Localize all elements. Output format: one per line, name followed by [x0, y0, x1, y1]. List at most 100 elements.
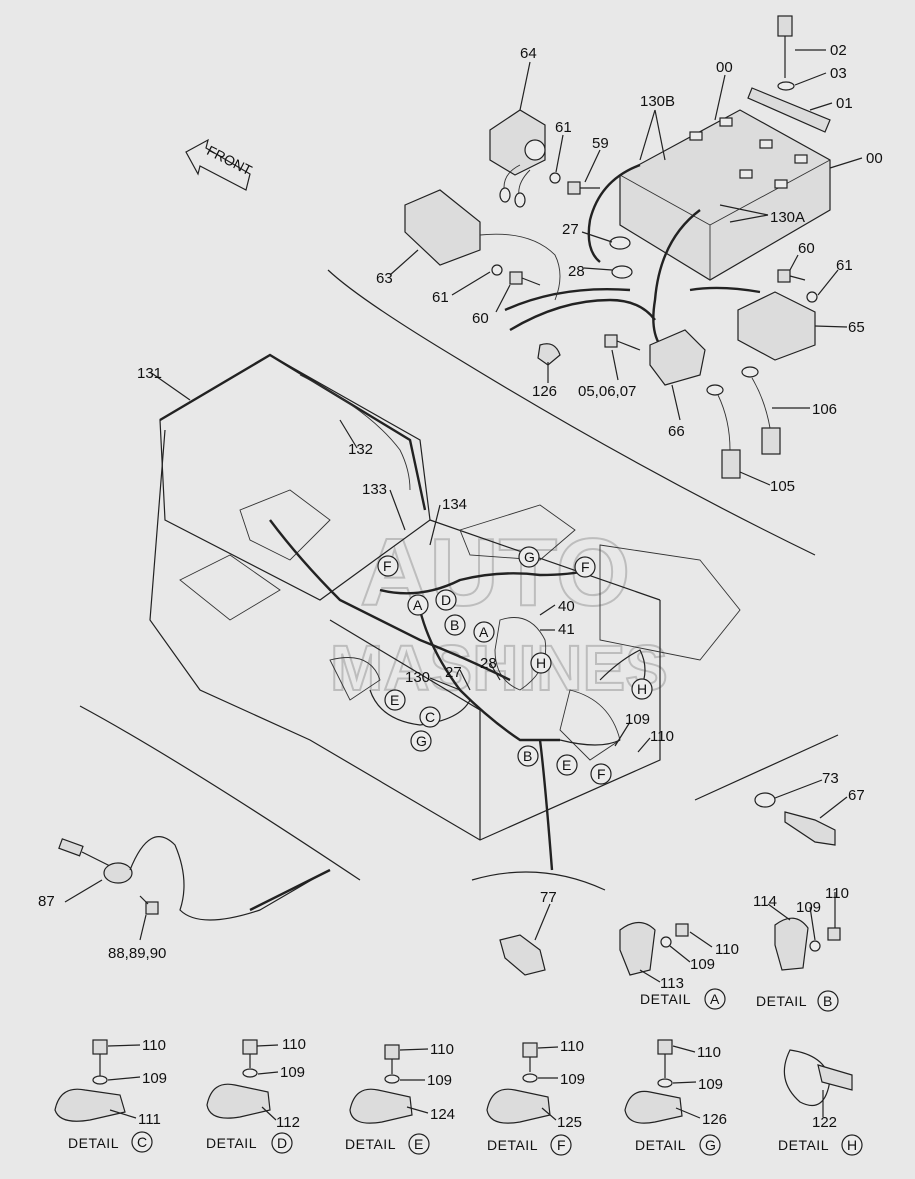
detail-f-word: DETAIL [487, 1137, 538, 1153]
relay-63 [404, 189, 561, 301]
svg-text:D: D [441, 592, 451, 608]
cab-frame [149, 353, 661, 841]
label-63: 63 [376, 270, 393, 287]
detail-h-word: DETAIL [778, 1137, 829, 1153]
detail-b-word: DETAIL [756, 993, 807, 1009]
svg-text:F: F [581, 559, 590, 575]
label-65: 65 [848, 319, 865, 336]
detail-c-clamp [54, 1039, 126, 1122]
label-40: 40 [558, 598, 575, 615]
callout-a-2: A [473, 621, 495, 643]
label-106: 106 [812, 401, 837, 418]
front-label: FRONT [204, 142, 255, 178]
detail-a-clamp [619, 921, 689, 976]
section-boundary-top [327, 269, 816, 556]
detail-a-word: DETAIL [640, 991, 691, 1007]
bolt-05-06-07 [604, 334, 641, 351]
svg-text:E: E [390, 692, 399, 708]
label-110c: 110 [825, 885, 849, 902]
terminals-27-28 [609, 236, 633, 279]
label-131: 131 [137, 365, 162, 382]
detail-c-bolt-label: 110 [142, 1037, 166, 1054]
detail-c-letter: C [137, 1134, 147, 1150]
detail-d-clamp [206, 1039, 271, 1119]
section-boundary-center [471, 871, 606, 891]
detail-a-letter: A [710, 991, 720, 1007]
battery-assembly [619, 15, 831, 281]
part-labels: 64 61 59 130B 00 02 03 01 00 130A 27 28 … [38, 42, 883, 992]
detail-d-letter: D [277, 1135, 287, 1151]
watermark-line2: MASHINES [330, 632, 668, 704]
washer-61a [549, 172, 561, 184]
detail-d-washer-label: 109 [280, 1064, 305, 1081]
detail-c-word: DETAIL [68, 1135, 119, 1151]
detail-g-bolt-label: 110 [697, 1044, 721, 1061]
label-64: 64 [520, 45, 537, 62]
section-boundary-left [79, 705, 361, 881]
label-126a: 126 [532, 383, 557, 400]
callout-b-2: B [517, 745, 539, 767]
svg-text:F: F [383, 558, 392, 574]
svg-text:B: B [523, 748, 532, 764]
bolt-88-89-90 [139, 895, 159, 915]
label-133: 133 [362, 481, 387, 498]
detail-e-washer-label: 109 [427, 1072, 452, 1089]
detail-g-clamp [624, 1039, 683, 1124]
callout-circles: F A D B A G F H H E C G B E F [377, 546, 653, 785]
harness-87 [58, 836, 331, 921]
svg-text:F: F [597, 766, 606, 782]
detail-h-clamp-label: 122 [812, 1114, 837, 1131]
label-67: 67 [848, 787, 865, 804]
detail-f-letter: F [557, 1137, 566, 1153]
label-61c: 61 [836, 257, 853, 274]
detail-d-word: DETAIL [206, 1135, 257, 1151]
bolt-59 [567, 181, 600, 195]
battery-cable-set [504, 163, 761, 346]
svg-text:H: H [536, 655, 546, 671]
svg-text:C: C [425, 709, 435, 725]
callout-e-1: E [384, 689, 406, 711]
detail-e-word: DETAIL [345, 1136, 396, 1152]
detail-row-labels: 110 109 111 DETAIL C 110 109 112 DETAIL … [68, 1036, 863, 1156]
detail-b-clamp [774, 917, 841, 971]
label-00b: 00 [866, 150, 883, 167]
svg-text:A: A [479, 624, 489, 640]
detail-d-bolt-label: 110 [282, 1036, 306, 1053]
label-110b: 110 [715, 941, 739, 958]
callout-g-1: G [518, 546, 540, 568]
label-114: 114 [753, 893, 777, 910]
label-110a: 110 [650, 728, 674, 745]
svg-text:G: G [524, 549, 535, 565]
detail-b-letter: B [823, 993, 832, 1009]
label-130c: 130 [405, 669, 430, 686]
box-65 [737, 291, 816, 361]
detail-f-bolt-label: 110 [560, 1038, 584, 1055]
section-boundary-right [694, 734, 839, 801]
label-109a: 109 [625, 711, 650, 728]
detail-e-clamp [349, 1044, 413, 1124]
detail-e-clamp-label: 124 [430, 1106, 455, 1123]
detail-c-clamp-label: 111 [138, 1111, 161, 1128]
label-87: 87 [38, 893, 55, 910]
label-88-89-90: 88,89,90 [108, 945, 166, 962]
cable-106 [741, 366, 781, 455]
svg-text:H: H [637, 681, 647, 697]
bolt-60b [777, 269, 806, 283]
callout-d-1: D [435, 589, 457, 611]
label-00a: 00 [716, 59, 733, 76]
callout-f-2: F [574, 556, 596, 578]
detail-f-clamp [486, 1042, 551, 1124]
label-61b: 61 [432, 289, 449, 306]
svg-text:A: A [413, 597, 423, 613]
bolt-60a [509, 271, 541, 286]
detail-f-clamp-label: 125 [557, 1114, 582, 1131]
watermark: AUTO MASHINES [329, 518, 669, 705]
washer-73 [754, 792, 776, 808]
label-02: 02 [830, 42, 847, 59]
callout-f-1: F [377, 555, 399, 577]
callout-b-1: B [444, 614, 466, 636]
callout-e-2: E [556, 754, 578, 776]
svg-text:B: B [450, 617, 459, 633]
label-03: 03 [830, 65, 847, 82]
